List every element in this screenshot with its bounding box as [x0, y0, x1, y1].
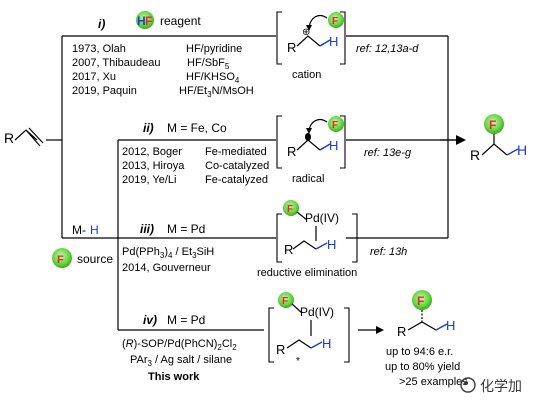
cation-plus-charge: ⊕ [302, 27, 310, 38]
route-i: i) H F reagent 1973, Olah HF/pyridine 20… [72, 11, 419, 99]
ref-i-1-year: 1973, Olah [72, 43, 126, 55]
pd-iii-F: F [287, 204, 293, 215]
ref-ii-3-year: 2019, Ye/Li [122, 174, 176, 186]
route-iii-catalyst: Pd(PPh3)4 / Et3SiH [122, 246, 214, 260]
starting-alkene: R [4, 127, 44, 147]
route-iv-metal: M = Pd [167, 313, 205, 327]
result-er: up to 94:6 e.r. [386, 346, 453, 358]
pd-iv-fluorine-icon [278, 292, 294, 308]
chiral-product-F: F [417, 294, 424, 308]
cation-R: R [287, 40, 296, 55]
pd-iv-label: Pd(IV) [300, 305, 334, 319]
pd-iii-R: R [284, 242, 293, 257]
route-ii-metal: M = Fe, Co [167, 121, 227, 135]
this-work-label: This work [148, 371, 200, 383]
chiral-product-fluorine-icon [412, 290, 432, 310]
watermark-logo-icon [460, 377, 476, 393]
ref-i: ref: 12,13a-d [356, 43, 419, 55]
result-examples: >25 examples [399, 376, 468, 388]
product-R: R [470, 147, 480, 163]
result-yield: up to 80% yield [385, 361, 460, 373]
ref-ii-3-note: Fe-catalyzed [205, 174, 268, 186]
ref-i-4-year: 2019, Paquin [72, 85, 137, 97]
cation-curved-arrow [308, 15, 328, 29]
hf-H: H [137, 14, 146, 28]
radical-fluorine-icon [328, 116, 344, 132]
pd-iii-fluorine-icon [283, 200, 299, 216]
ref-ii-2-year: 2013, Hiroya [122, 160, 185, 172]
route-i-number: i) [98, 17, 105, 31]
pd-iv-F: F [282, 296, 288, 307]
pd-iv-H: H [322, 336, 331, 351]
ref-i-2-year: 2007, Thibaudeau [72, 57, 161, 69]
watermark-text: 化学加 [480, 379, 522, 395]
mh-H: H [90, 223, 99, 237]
pd-intermediate-iv: F Pd(IV) R H * [268, 292, 350, 367]
ref-ii-1-year: 2012, Boger [122, 146, 182, 158]
mh-M: M- [72, 223, 86, 237]
chiral-product-R: R [397, 324, 406, 339]
route-iii-number: iii) [140, 222, 154, 236]
pd-intermediate-iii: F Pd(IV) R H reductive elimination [257, 200, 358, 279]
route-iii-metal: M = Pd [167, 222, 205, 236]
ref-ii-1-note: Fe-mediated [205, 146, 267, 158]
cation-H: H [329, 34, 338, 49]
pd-iii-H: H [327, 237, 336, 252]
source-F: F [57, 254, 64, 266]
ref-ii-2-note: Co-catalyzed [205, 160, 269, 172]
source-label: source [77, 252, 113, 266]
pd-iv-R: R [276, 342, 285, 357]
ref-ii: ref: 13e-g [364, 147, 412, 159]
route-iv-catalyst: (R)-SOP/Pd(PhCN)2Cl2 [122, 338, 237, 352]
radical-H: H [329, 138, 338, 153]
cation-F: F [332, 16, 338, 27]
radical-intermediate: R H F radical [276, 115, 346, 185]
ref-i-3-year: 2017, Xu [72, 71, 116, 83]
chiral-product: F R H [397, 290, 455, 339]
route-ii: ii) M = Fe, Co 2012, Boger Fe-mediated 2… [122, 115, 412, 186]
route-arrow-head [456, 135, 466, 145]
hf-F: F [145, 14, 152, 28]
radical-R: R [287, 144, 296, 159]
product-fluorine-icon [484, 114, 504, 134]
reagent-label: reagent [160, 14, 201, 28]
ref-i-4-reagent: HF/Et3N/MsOH [179, 85, 254, 99]
pd-iv-stereo-star: * [296, 356, 300, 367]
radical-F: F [332, 120, 338, 131]
cation-intermediate: R H ⊕ F cation [276, 11, 346, 81]
ref-i-2-reagent: HF/SbF5 [187, 57, 230, 71]
product: R H F [470, 114, 527, 163]
ref-i-1-reagent: HF/pyridine [186, 43, 242, 55]
cation-label: cation [292, 69, 321, 81]
pd-iii-label: Pd(IV) [305, 211, 339, 225]
route-iv-additives: PAr3 / Ag salt / silane [130, 354, 232, 368]
radical-label: radical [292, 173, 324, 185]
product-H: H [517, 142, 527, 158]
f-minus-source-icon [52, 248, 72, 268]
ref-iii: ref: 13h [370, 246, 407, 258]
route-iii: M- H F source iii) M = Pd Pd(PPh3)4 / Et… [52, 200, 407, 279]
cation-fluoride-icon [328, 12, 344, 28]
route-iii-year: 2014, Gouverneur [122, 262, 211, 274]
route-iv-number: iv) [143, 313, 157, 327]
pd-iii-caption: reductive elimination [257, 267, 357, 279]
product-F: F [489, 118, 496, 132]
branch-lines [46, 35, 462, 331]
hf-ball-icon [136, 11, 154, 29]
route-ii-number: ii) [143, 121, 154, 135]
alkene-R: R [4, 130, 14, 146]
radical-dot-icon [305, 133, 311, 141]
chiral-product-H: H [446, 318, 455, 333]
route-iv: iv) M = Pd (R)-SOP/Pd(PhCN)2Cl2 PAr3 / A… [122, 290, 468, 388]
radical-curved-arrow [308, 119, 328, 132]
watermark: 化学加 [460, 377, 522, 395]
ref-i-3-reagent: HF/KHSO4 [186, 71, 240, 85]
